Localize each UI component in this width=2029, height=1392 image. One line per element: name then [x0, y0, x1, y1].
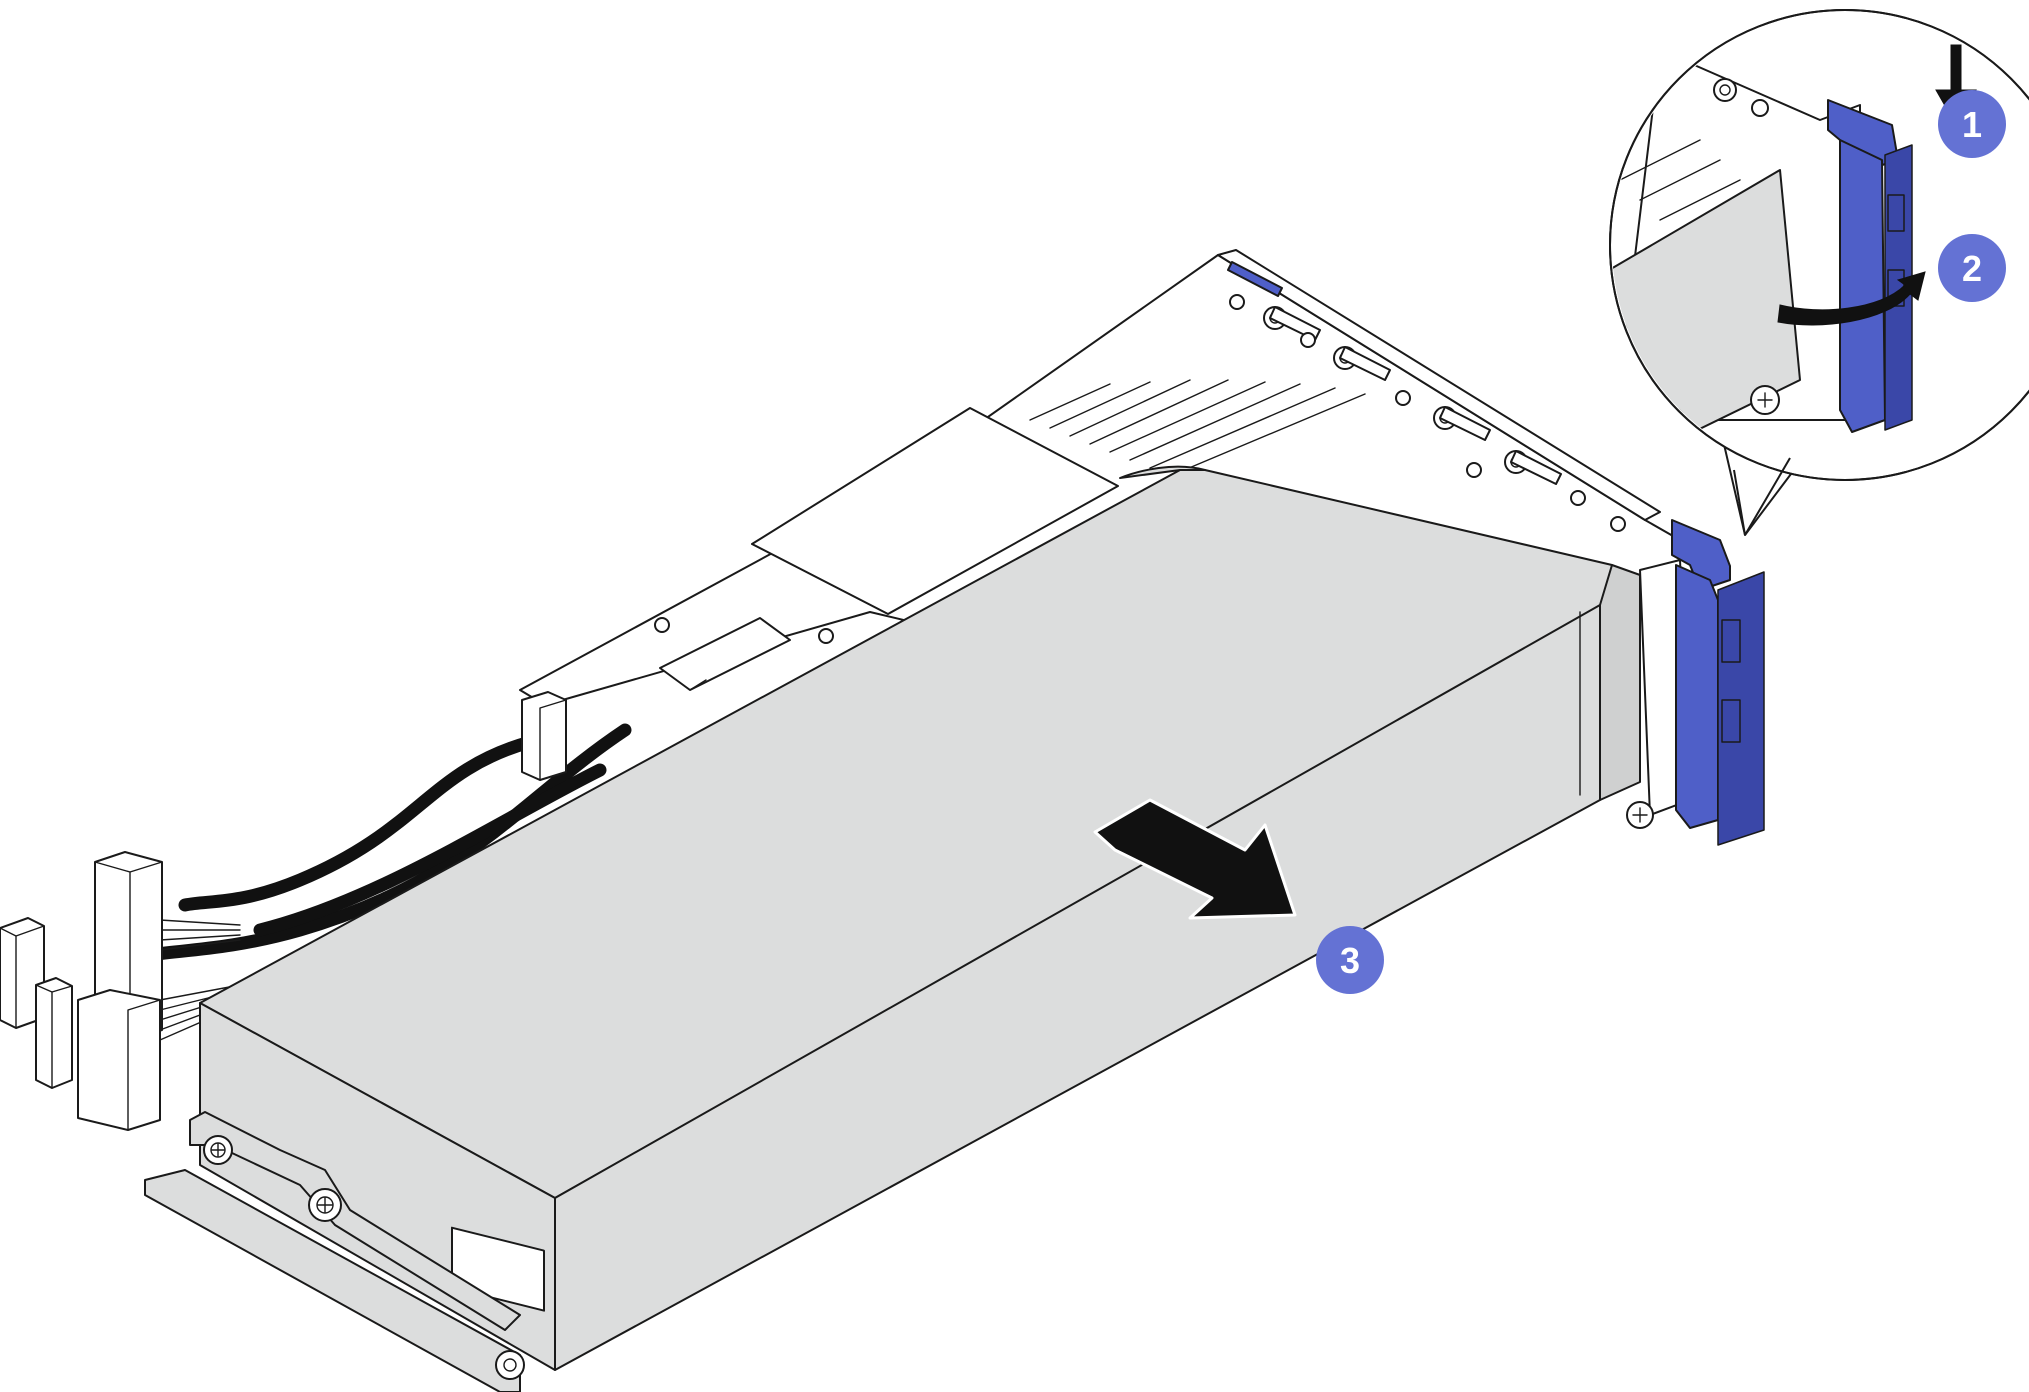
cage-blue-tab — [1227, 261, 1283, 297]
cage-mounting-holes — [654, 294, 1626, 644]
step-label: 2 — [1962, 248, 1982, 289]
card-bracket — [144, 1111, 525, 1392]
cage-front-slot — [659, 617, 791, 691]
step-callout-2: 2 — [1938, 234, 2006, 302]
step-callout-1: 1 — [1938, 90, 2006, 158]
adapter-card — [199, 465, 1641, 1371]
cage-hatching — [1029, 379, 1366, 477]
step-callout-3: 3 — [1316, 926, 1384, 994]
step-label: 3 — [1340, 940, 1360, 981]
connector-riser-top — [521, 691, 567, 781]
zoom-callout — [1609, 9, 2029, 536]
step-label: 1 — [1962, 104, 1982, 145]
bracket-hinge — [495, 1350, 525, 1380]
cable-connectors — [0, 691, 567, 1131]
arrow-right-down-icon — [1093, 798, 1297, 920]
retention-latch — [1626, 519, 1765, 846]
curved-arrow-icon — [1777, 271, 1926, 326]
connector-stacked — [35, 977, 73, 1089]
connector-base — [77, 989, 161, 1131]
